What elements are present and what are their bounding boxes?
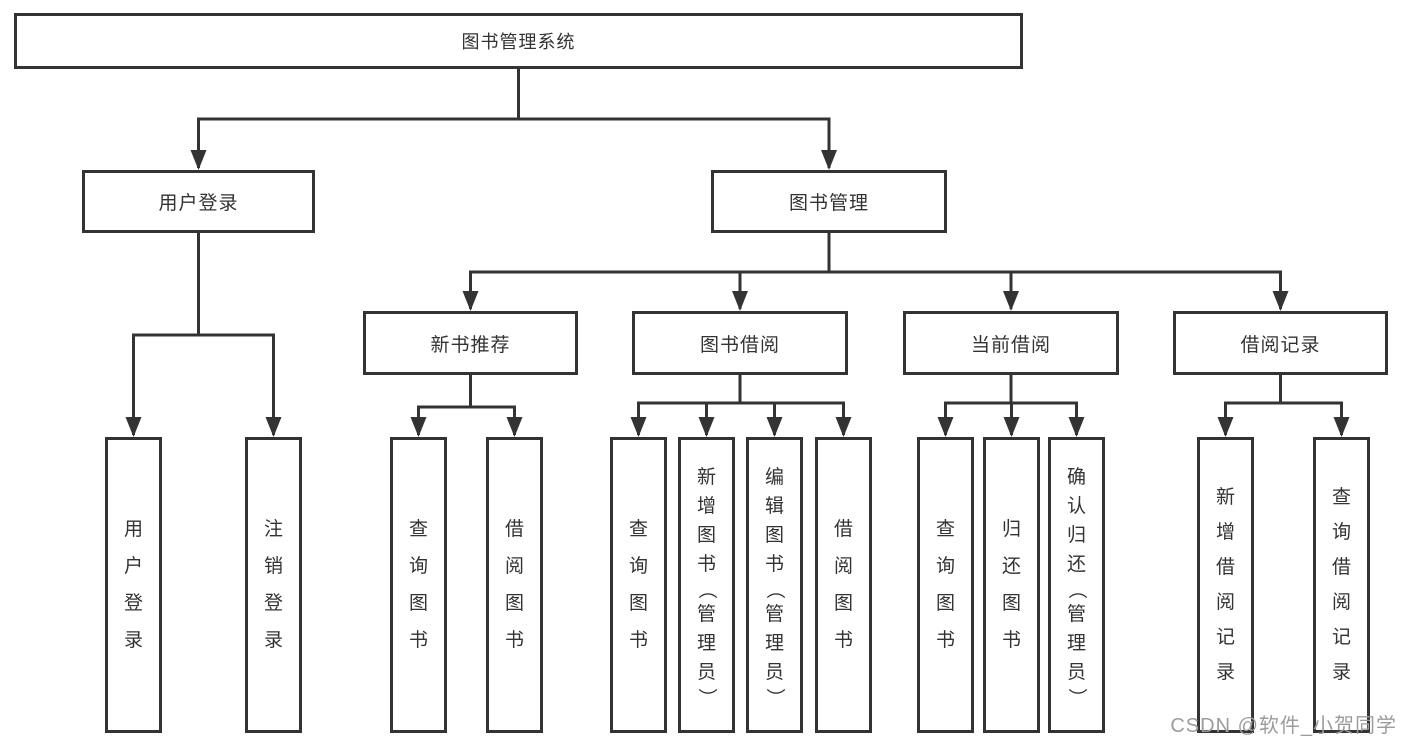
vertical-label-char: 员: [1066, 661, 1086, 683]
leaf-borrow-book-recommend: 借阅图书: [486, 437, 543, 733]
vertical-label-char: 归: [1066, 524, 1086, 546]
csdn-watermark: CSDN @软件_小贺同学: [1170, 715, 1397, 737]
vertical-label-char: 归: [1001, 519, 1021, 540]
vertical-label-char: 还: [1001, 556, 1021, 577]
vertical-label-char: （: [763, 579, 785, 599]
vertical-label-char: 图: [628, 593, 648, 614]
vertical-label-char: ）: [695, 687, 717, 707]
vertical-label-char: 增: [1215, 522, 1235, 543]
leaf-query-book-current: 查询图书: [917, 437, 974, 733]
vertical-label-char: 理: [1066, 632, 1086, 654]
vertical-label-char: 书: [833, 630, 853, 651]
leaf-confirm-return-admin: 确认归还 （ 管理员 ）: [1048, 437, 1105, 733]
vertical-label-char: （: [1065, 579, 1087, 599]
node-borrow-records: 借阅记录: [1173, 311, 1388, 375]
vertical-label-char: 图: [696, 524, 716, 546]
vertical-label-char: ）: [763, 687, 785, 707]
vertical-label-char: 员: [696, 661, 716, 683]
vertical-label-char: 询: [935, 556, 955, 577]
leaf-add-borrow-record: 新增借阅记录: [1197, 437, 1254, 733]
vertical-label-char: 录: [123, 630, 143, 651]
vertical-label-char: 户: [123, 556, 143, 577]
vertical-label-char: 用: [123, 519, 143, 540]
vertical-label-char: 图: [1001, 593, 1021, 614]
vertical-label-char: 查: [1331, 487, 1351, 508]
vertical-label-char: 图: [833, 593, 853, 614]
vertical-label-char: 图: [408, 593, 428, 614]
vertical-label-char: 询: [628, 556, 648, 577]
vertical-label-char: 阅: [1215, 592, 1235, 613]
leaf-query-book-borrow: 查询图书: [610, 437, 667, 733]
vertical-label-char: 还: [1066, 553, 1086, 575]
vertical-label-char: 理: [764, 632, 784, 654]
node-current-borrow: 当前借阅: [903, 311, 1119, 375]
vertical-label-char: 记: [1215, 627, 1235, 648]
vertical-label-char: 图: [764, 524, 784, 546]
vertical-label-char: 查: [935, 519, 955, 540]
node-user-login: 用户登录: [82, 170, 315, 233]
vertical-label-char: 借: [833, 519, 853, 540]
vertical-label-char: 查: [408, 519, 428, 540]
vertical-label-char: 书: [1001, 630, 1021, 651]
node-book-management: 图书管理: [711, 170, 947, 233]
vertical-label-char: 书: [696, 553, 716, 575]
vertical-label-char: 增: [696, 495, 716, 517]
leaf-user-login: 用户登录: [105, 437, 162, 733]
vertical-label-char: 管: [696, 603, 716, 625]
vertical-label-char: 书: [935, 630, 955, 651]
vertical-label-char: 借: [504, 519, 524, 540]
vertical-label-char: ）: [1065, 687, 1087, 707]
vertical-label-char: 记: [1331, 627, 1351, 648]
vertical-label-char: 新: [1215, 487, 1235, 508]
vertical-label-char: 管: [1066, 603, 1086, 625]
vertical-label-char: 认: [1066, 495, 1086, 517]
vertical-label-char: 销: [263, 556, 283, 577]
vertical-label-char: 阅: [833, 556, 853, 577]
vertical-label-char: 书: [764, 553, 784, 575]
vertical-label-char: 录: [263, 630, 283, 651]
vertical-label-char: 编: [764, 466, 784, 488]
vertical-label-char: 员: [764, 661, 784, 683]
vertical-label-char: 借: [1331, 557, 1351, 578]
node-book-borrow: 图书借阅: [632, 311, 848, 375]
leaf-logout: 注销登录: [245, 437, 302, 733]
vertical-label-char: 阅: [1331, 592, 1351, 613]
leaf-return-book: 归还图书: [983, 437, 1040, 733]
vertical-label-char: 理: [696, 632, 716, 654]
leaf-query-book-recommend: 查询图书: [390, 437, 447, 733]
vertical-label-char: 图: [935, 593, 955, 614]
vertical-label-char: 阅: [504, 556, 524, 577]
vertical-label-char: 新: [696, 466, 716, 488]
vertical-label-char: （: [695, 579, 717, 599]
vertical-label-char: 注: [263, 519, 283, 540]
vertical-label-char: 书: [628, 630, 648, 651]
vertical-label-char: 借: [1215, 557, 1235, 578]
vertical-label-char: 录: [1331, 662, 1351, 683]
vertical-label-char: 登: [263, 593, 283, 614]
vertical-label-char: 辑: [764, 495, 784, 517]
vertical-label-char: 询: [408, 556, 428, 577]
vertical-label-char: 书: [408, 630, 428, 651]
node-library-management-system: 图书管理系统: [14, 13, 1023, 69]
vertical-label-char: 登: [123, 593, 143, 614]
leaf-edit-book-admin: 编辑图书 （ 管理员 ）: [746, 437, 803, 733]
vertical-label-char: 询: [1331, 522, 1351, 543]
leaf-add-book-admin: 新增图书 （ 管理员 ）: [678, 437, 735, 733]
leaf-borrow-book: 借阅图书: [815, 437, 872, 733]
vertical-label-char: 图: [504, 593, 524, 614]
vertical-label-char: 管: [764, 603, 784, 625]
vertical-label-char: 查: [628, 519, 648, 540]
node-new-book-recommend: 新书推荐: [363, 311, 578, 375]
vertical-label-char: 录: [1215, 662, 1235, 683]
vertical-label-char: 书: [504, 630, 524, 651]
leaf-query-borrow-record: 查询借阅记录: [1313, 437, 1370, 733]
vertical-label-char: 确: [1066, 466, 1086, 488]
